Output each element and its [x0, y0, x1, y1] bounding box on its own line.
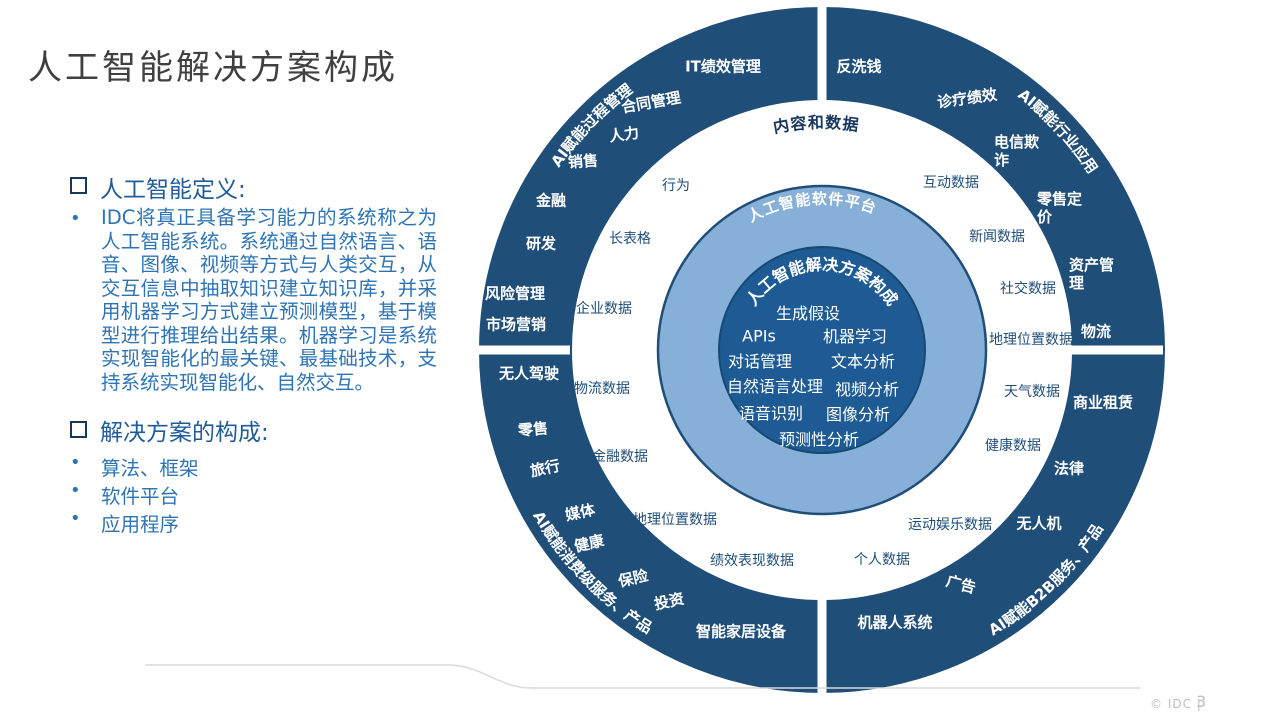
core-item: 预测性分析 — [778, 430, 860, 449]
square-bullet-icon — [70, 421, 87, 438]
core-item: 文本分析 — [830, 352, 896, 371]
quadrant-gap — [471, 345, 570, 355]
core-item: 语音识别 — [738, 404, 804, 423]
outer-ring-item: 机器人系统 — [857, 613, 933, 632]
footer-copyright: © IDC | — [1150, 697, 1202, 711]
definition-body: IDC将真正具备学习能力的系统称之为人工智能系统。系统通过自然语言、语音、图像、… — [101, 206, 437, 394]
outer-ring-item: 金融 — [535, 191, 567, 210]
data-ring-item: 企业数据 — [576, 301, 632, 317]
core-item: 图像分析 — [825, 405, 891, 424]
outer-ring-item: 物流 — [1080, 322, 1112, 341]
composition-item: 应用程序 — [101, 513, 180, 536]
data-ring-item: 物流数据 — [574, 381, 630, 397]
bullet-dot-icon: • — [70, 208, 81, 229]
data-ring-item: 个人数据 — [854, 552, 910, 568]
data-ring-item: 天气数据 — [1004, 384, 1060, 400]
core-item: 自然语言处理 — [726, 377, 824, 396]
data-ring-item: 新闻数据 — [969, 229, 1025, 245]
data-ring-item: 互动数据 — [923, 175, 979, 191]
core-item: APIs — [742, 326, 776, 346]
outer-ring-item: 人力 — [607, 123, 641, 146]
outer-ring-item: 无人机 — [1016, 514, 1062, 533]
bullet-dot-icon: • — [70, 452, 81, 473]
bullet-dot-icon: • — [70, 508, 81, 529]
composition-item: 算法、框架 — [101, 457, 199, 480]
page-title: 人工智能解决方案构成 — [28, 48, 398, 88]
data-ring-item: 行为 — [662, 178, 690, 194]
data-ring-item: 地理位置数据 — [989, 332, 1073, 348]
outer-ring-item: 风险管理 — [484, 284, 546, 303]
composition-heading: 解决方案的构成: — [100, 420, 269, 446]
composition-item: 软件平台 — [101, 485, 180, 508]
outer-ring-item: 无人驾驶 — [498, 364, 560, 383]
core-item: 视频分析 — [834, 380, 900, 399]
outer-ring-item: 市场营销 — [485, 315, 547, 334]
outer-ring-item: 电信欺诈 — [994, 133, 1040, 169]
data-ring-item: 长表格 — [609, 231, 651, 247]
quadrant-gap — [1064, 345, 1163, 355]
bullet-dot-icon: • — [70, 480, 81, 501]
quadrant-gap — [817, 4, 827, 103]
outer-ring-item: 销售 — [567, 151, 599, 172]
core-item: 机器学习 — [822, 327, 888, 346]
page-number: 3 — [1196, 692, 1207, 711]
data-ring-item: 社交数据 — [1000, 281, 1056, 297]
outer-ring-item: 反洗钱 — [836, 57, 882, 76]
data-ring-title: 内容和数据 — [772, 113, 861, 137]
outer-ring-item: IT绩效管理 — [685, 57, 761, 76]
data-ring-item: 健康数据 — [985, 438, 1041, 454]
outer-ring-item: 资产管理 — [1069, 256, 1115, 292]
outer-ring-item: 智能家居设备 — [695, 622, 787, 641]
square-bullet-icon — [70, 177, 87, 194]
outer-ring-item: 零售 — [517, 419, 549, 440]
core-item: 生成假设 — [775, 304, 841, 323]
outer-ring-item: 商业租赁 — [1072, 393, 1134, 412]
ai-solution-wheel: AI赋能过程管理 AI赋能行业应用 AI赋能消费级服务、产品 AI赋能B2B服务… — [471, 4, 1165, 696]
data-ring-item: 金融数据 — [592, 449, 648, 465]
data-ring-item: 绩效表现数据 — [710, 553, 794, 569]
core-circle — [718, 246, 926, 454]
definition-heading: 人工智能定义: — [100, 177, 246, 203]
quadrant-gap — [817, 597, 827, 696]
outer-ring-item: 零售定价 — [1037, 190, 1083, 226]
footer-divider-line — [145, 664, 1140, 689]
data-ring-item: 地理位置数据 — [633, 512, 717, 528]
outer-ring-item: 法律 — [1053, 459, 1085, 478]
data-ring-item: 运动娱乐数据 — [908, 517, 992, 533]
outer-ring-item: 研发 — [525, 234, 557, 253]
core-item: 对话管理 — [727, 352, 793, 371]
